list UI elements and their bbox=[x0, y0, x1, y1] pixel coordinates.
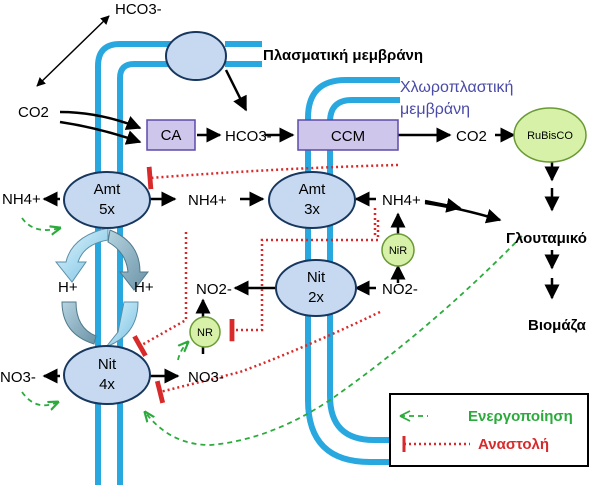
nit2x-label-1: Nit bbox=[307, 269, 326, 286]
no2-mid-label: NO2- bbox=[196, 281, 232, 298]
proton-cycle-arrows bbox=[54, 227, 150, 353]
proton-left-label: H+ bbox=[58, 279, 78, 296]
amt-5x-transporter[interactable]: Amt 5x bbox=[63, 171, 151, 229]
nr-enzyme[interactable]: NR bbox=[189, 316, 221, 348]
legend-inhibition-label: Αναστολή bbox=[478, 436, 549, 453]
activation-arrows bbox=[21, 217, 523, 446]
transporter-hco3[interactable] bbox=[165, 31, 227, 81]
amt-3x-transporter[interactable]: Amt 3x bbox=[268, 171, 356, 229]
nit4x-label-2: 4x bbox=[99, 376, 115, 393]
chloroplast-membrane bbox=[305, 77, 400, 465]
nir-label: NiR bbox=[389, 245, 407, 257]
nit4x-label-1: Nit bbox=[98, 356, 117, 373]
ca-box[interactable]: CA bbox=[146, 119, 196, 151]
no3-left-label: NO3- bbox=[0, 369, 36, 386]
glutamate-label: Γλουταμικό bbox=[506, 230, 587, 247]
nh4-right-label: NH4+ bbox=[382, 192, 421, 209]
chloroplast-membrane-label-1: Χλωροπλαστική bbox=[400, 79, 513, 96]
amt5x-label-1: Amt bbox=[94, 181, 122, 198]
amt5x-label-2: 5x bbox=[99, 201, 115, 218]
biomass-label: Βιομάζα bbox=[528, 317, 587, 334]
co2-left-label: CO2 bbox=[18, 104, 49, 121]
nir-enzyme[interactable]: NiR bbox=[381, 233, 415, 267]
rubisco-label: RuBisCO bbox=[527, 130, 573, 142]
amt3x-label-1: Amt bbox=[299, 181, 327, 198]
chloroplast-membrane-label-2: μεμβράνη bbox=[400, 101, 470, 118]
proton-right-label: H+ bbox=[134, 279, 154, 296]
nh4-left-label: NH4+ bbox=[2, 191, 41, 208]
plasma-membrane-label: Πλασματική μεμβράνη bbox=[263, 47, 423, 64]
legend: Ενεργοποίηση Αναστολή bbox=[389, 393, 589, 467]
amt3x-label-2: 3x bbox=[304, 201, 320, 218]
ca-label: CA bbox=[161, 127, 182, 144]
no2-right-label: NO2- bbox=[382, 281, 418, 298]
nit-4x-transporter[interactable]: Nit 4x bbox=[63, 345, 151, 405]
ccm-label: CCM bbox=[331, 128, 365, 145]
legend-activation-arrowhead bbox=[399, 410, 411, 422]
hco3-mid-label: HCO3- bbox=[225, 128, 272, 145]
nit2x-label-2: 2x bbox=[308, 289, 324, 306]
hco3-top-label: HCO3- bbox=[115, 1, 162, 18]
ccm-box[interactable]: CCM bbox=[297, 119, 399, 151]
nh4-mid-label: NH4+ bbox=[188, 192, 227, 209]
nit-2x-transporter[interactable]: Nit 2x bbox=[275, 259, 357, 317]
rubisco-node[interactable]: RuBisCO bbox=[513, 107, 587, 163]
plasma-membrane bbox=[95, 41, 262, 485]
no3-mid-label: NO3- bbox=[188, 369, 224, 386]
legend-activation-label: Ενεργοποίηση bbox=[468, 408, 573, 425]
nr-label: NR bbox=[197, 327, 213, 339]
inhibition-lines bbox=[132, 163, 399, 404]
co2-right-label: CO2 bbox=[456, 128, 487, 145]
